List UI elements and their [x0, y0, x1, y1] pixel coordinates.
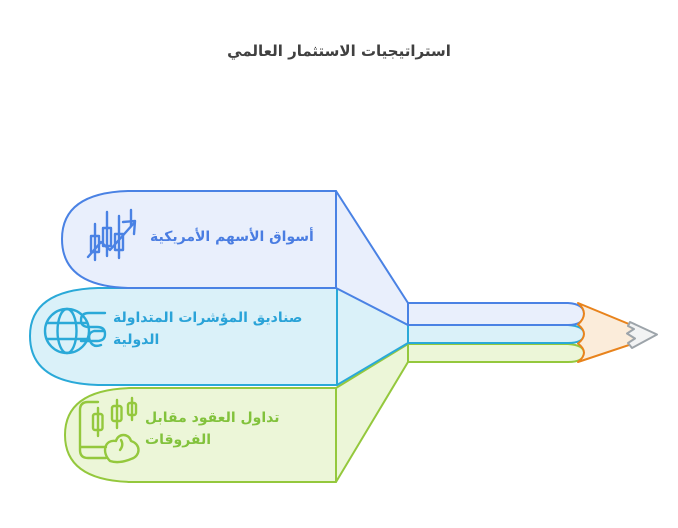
international-etfs-shape-group: [29, 287, 585, 386]
diagram-title: استراتيجيات الاستثمار العالمي: [227, 42, 451, 60]
us-stocks-pencil-stripe: [407, 302, 585, 326]
us-stocks-shape-group: [61, 190, 585, 326]
international-etfs-capsule: [29, 287, 338, 386]
cfd-trading-pencil-stripe: [407, 343, 585, 363]
international-etfs-pencil-stripe: [407, 324, 585, 344]
us-stocks-label: أسواق الأسهم الأمريكية: [150, 229, 314, 245]
globe-currency-icon: [43, 307, 107, 355]
pencil-tip-group: [577, 302, 658, 363]
pencil-wood-tip: [577, 302, 642, 363]
candlestick-chart-icon: [86, 208, 137, 262]
pencil-graphite-tip: [626, 321, 658, 349]
tablet-trading-icon: [78, 396, 140, 464]
international-etfs-label: صناديق المؤشرات المتداولة الدولية: [113, 310, 303, 348]
cfd-trading-label: تداول العقود مقابل الفروقات: [145, 410, 280, 448]
